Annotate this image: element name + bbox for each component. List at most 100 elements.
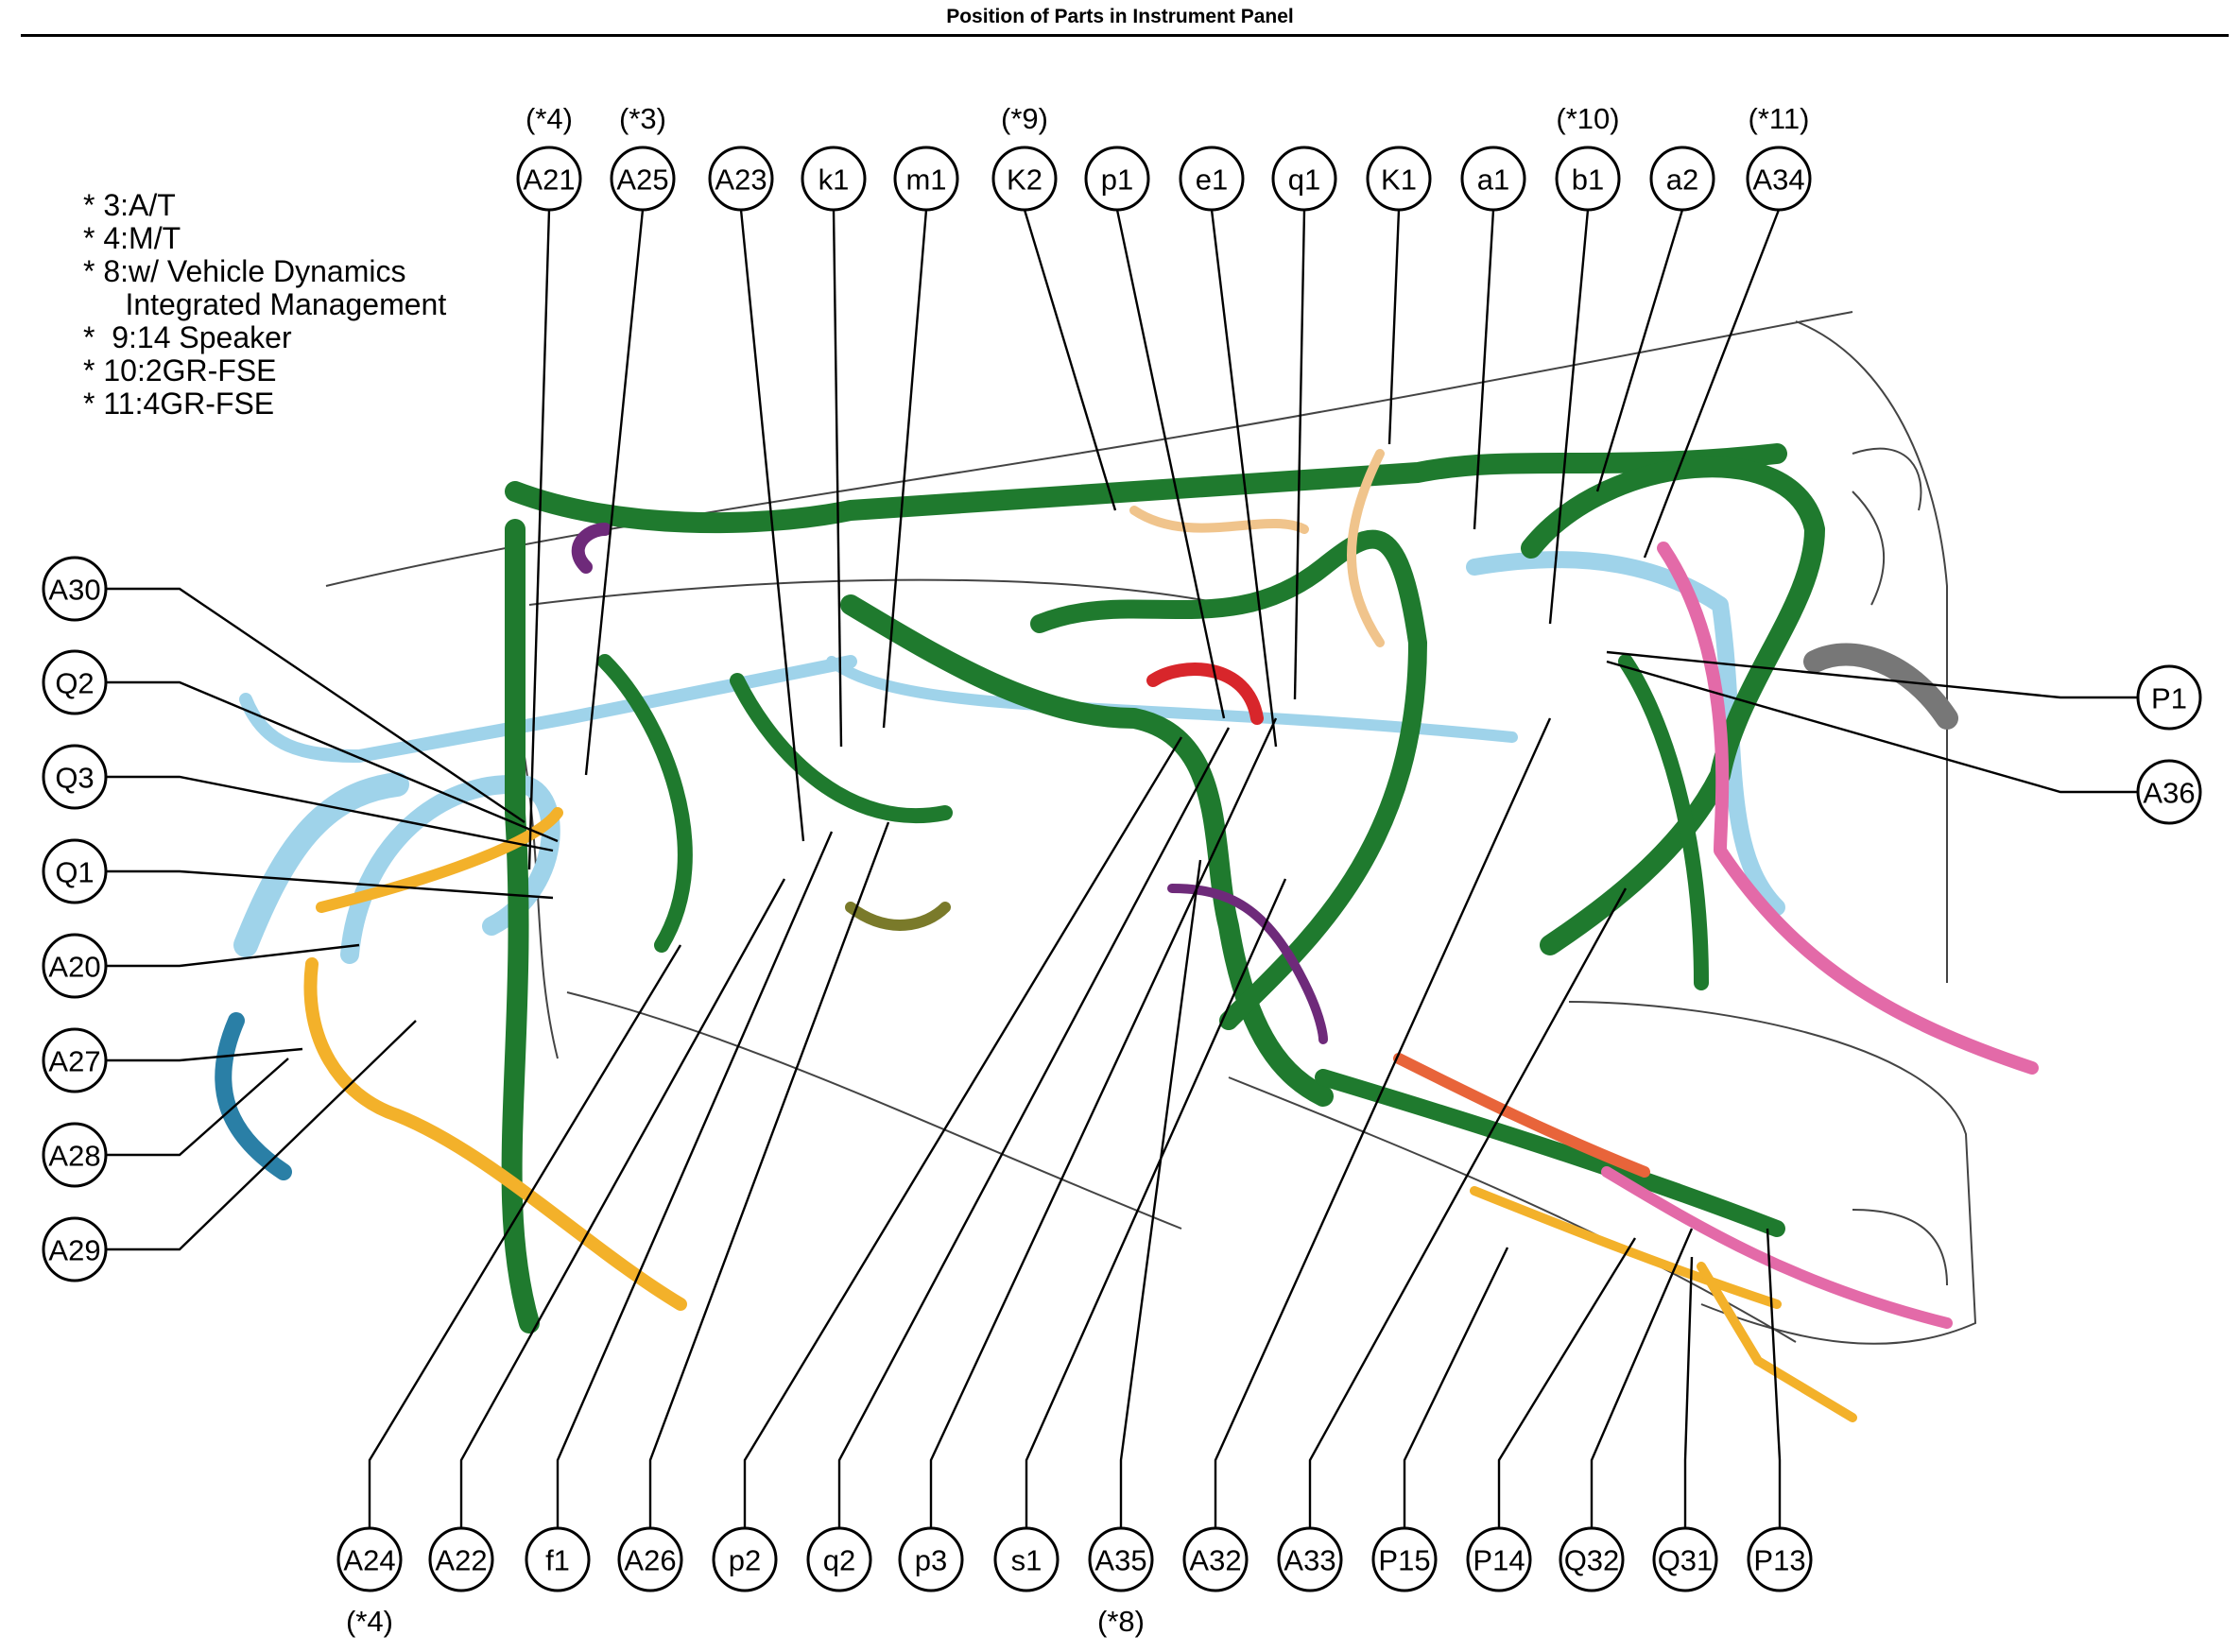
callout-circle [1746,146,1812,212]
leader-line [1590,1228,1694,1528]
callout-circle [1559,1526,1625,1592]
connector-label: p3 [915,1544,947,1577]
connector-A25: A25 [610,146,676,212]
callout-circle [2136,759,2202,825]
connector-note: (*11) [1749,102,1810,135]
connector-A23: A23 [708,146,774,212]
connector-m1: m1 [893,146,959,212]
connector-p1: p1 [1084,146,1150,212]
connector-label: b1 [1572,163,1604,197]
leader-line [1643,209,1781,559]
connector-label: P1 [2151,682,2187,715]
connector-Q32: Q32 [1559,1526,1625,1592]
leader-line [106,775,554,852]
leader-line [106,1020,417,1251]
connector-label: A35 [1094,1544,1146,1577]
leader-line [743,736,1183,1528]
callout-circle [610,146,676,212]
leader-line [106,587,526,823]
callout-circle [993,1526,1060,1592]
connector-label: f1 [545,1544,570,1577]
connector-label: P14 [1473,1544,1525,1577]
leader-line [584,209,645,776]
leader-line [1293,209,1306,700]
leader-line [1606,660,2138,794]
leader-line [1473,209,1495,530]
connector-f1: f1 [525,1526,591,1592]
footnote-item: * 9:14 Speaker [83,320,292,354]
callout-circle [1555,146,1621,212]
connector-a2: a2 [1649,146,1715,212]
connector-label: p1 [1101,163,1133,197]
callout-circle [525,1526,591,1592]
connector-A30: A30 [42,556,108,622]
callout-circle [42,649,108,715]
leader-line [648,821,890,1528]
leader-line [1595,209,1684,492]
callout-circle [801,146,867,212]
footnote-item: * 10:2GR-FSE [83,353,277,387]
footnote-item: * 8:w/ Vehicle Dynamics [83,254,406,288]
callout-circle [991,146,1058,212]
connector-label: s1 [1011,1544,1042,1577]
callout-circle [1084,146,1150,212]
connector-A24: A24 [336,1526,403,1592]
callout-circle [1460,146,1526,212]
connector-label: A33 [1284,1544,1335,1577]
connector-K2: K2 [991,146,1058,212]
callout-circle [1649,146,1715,212]
connector-label: Q2 [55,667,94,700]
leader-line [106,1047,303,1062]
connector-note: (*9) [1001,102,1048,135]
connector-label: q2 [823,1544,855,1577]
connector-label: k1 [818,163,850,197]
leader-line [1308,887,1628,1528]
callout-circle [336,1526,403,1592]
callout-circle [898,1526,964,1592]
callout-circle [42,744,108,810]
instrument-panel-outline [325,311,1977,1345]
connector-K1: K1 [1366,146,1432,212]
connector-label: A36 [2143,777,2195,810]
connector-label: P13 [1753,1544,1805,1577]
callout-circle [1466,1526,1532,1592]
title-rule [21,34,2229,37]
connector-k1: k1 [801,146,867,212]
connector-note: (*4) [526,102,573,135]
callout-circle [428,1526,494,1592]
leader-line [1025,878,1287,1528]
leader-line [739,209,805,842]
connector-A34: A34 [1746,146,1812,212]
callout-circle [1366,146,1432,212]
callout-circle [1179,146,1245,212]
connector-label: q1 [1288,163,1320,197]
callout-circle [617,1526,683,1592]
connector-Q3: Q3 [42,744,108,810]
connector-Q31: Q31 [1652,1526,1718,1592]
connector-label: Q31 [1658,1544,1714,1577]
connector-label: A28 [48,1140,100,1173]
leader-line [1683,1256,1694,1528]
footnote-item: * 4:M/T [83,221,181,255]
connector-label: K1 [1381,163,1417,197]
leader-line [106,943,360,968]
leader-line [459,878,786,1528]
leader-line [527,209,551,870]
connector-label: A34 [1752,163,1804,197]
leader-line [368,944,682,1528]
callout-circle [42,933,108,999]
footnote-item: Integrated Management [83,287,447,321]
leader-line [1403,1247,1509,1528]
connector-e1: e1 [1179,146,1245,212]
connector-label: A22 [435,1544,487,1577]
connector-A35: A35 [1088,1526,1154,1592]
connector-A28: A28 [42,1122,108,1188]
footnote-item: * 3:A/T [83,188,176,222]
connector-label: m1 [905,163,946,197]
connector-p3: p3 [898,1526,964,1592]
leader-line [1387,209,1401,445]
connector-note: (*8) [1097,1605,1145,1638]
callout-circle [1747,1526,1813,1592]
